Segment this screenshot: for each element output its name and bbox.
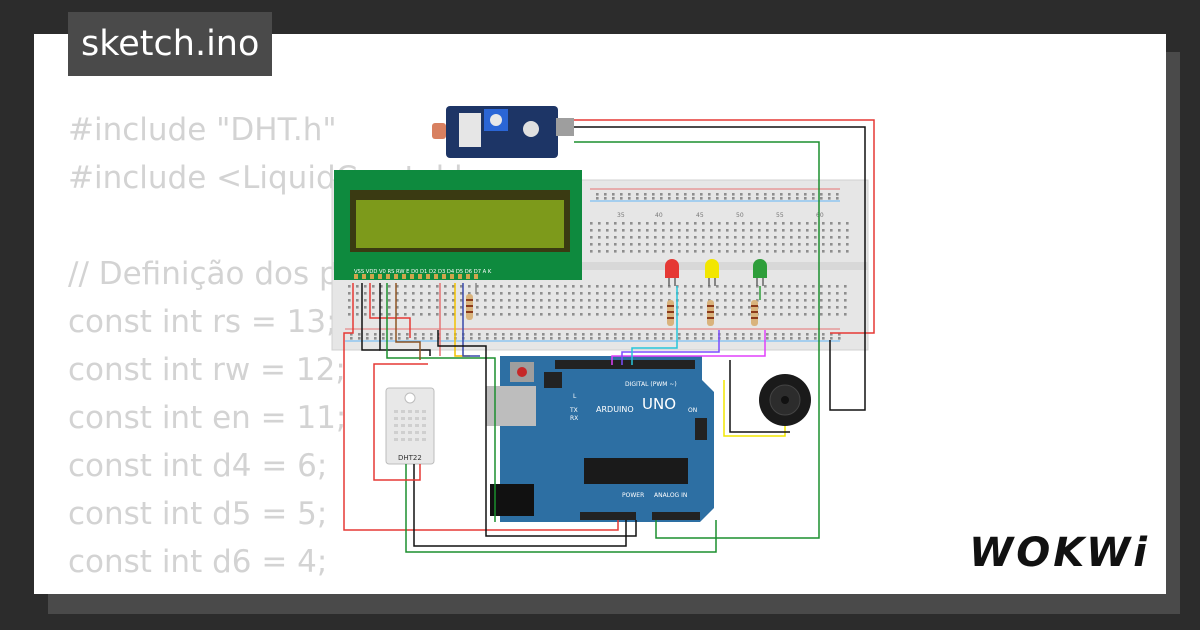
lcd-pin-labels: VSS VDD V0 RS RW E D0 D1 D2 D3 D4 D5 D6 …	[354, 269, 492, 275]
breadboard: 35 40 45 50 55 60	[331, 179, 869, 351]
wire-green-ldr-signal	[574, 141, 820, 539]
on-label: ON	[688, 407, 697, 414]
dht22-label: DHT22	[398, 454, 422, 462]
wire-black-ldr-gnd	[574, 126, 866, 411]
bb-num-35: 35	[617, 212, 625, 219]
buzzer	[759, 374, 811, 426]
arduino-uno: DIGITAL (PWM ~) ARDUINO UNO ANALOG IN PO…	[486, 356, 714, 522]
bb-num-50: 50	[736, 212, 744, 219]
resistors	[466, 294, 758, 326]
analog-label: ANALOG IN	[654, 492, 687, 499]
dht22-sensor: DHT22	[385, 387, 435, 465]
wire-red-lcd	[343, 283, 619, 531]
wire-yellow-buzzer	[723, 380, 786, 437]
code-line: #include "DHT.h"	[68, 112, 337, 148]
code-line: const int rs = 13;	[68, 304, 337, 340]
project-title: sketch.ino	[68, 12, 273, 76]
code-line: const int d4 = 6;	[68, 448, 328, 484]
wire-red-dht	[373, 363, 428, 481]
arduino-model: UNO	[642, 395, 676, 413]
wire-black-buzzer	[729, 360, 790, 433]
arduino-brand: ARDUINO	[596, 405, 634, 414]
power-label: POWER	[622, 492, 644, 499]
wire-purple	[621, 330, 720, 365]
wire-black-dht	[413, 464, 627, 547]
wire-magenta	[611, 330, 766, 365]
bb-num-60: 60	[816, 212, 824, 219]
led-yellow	[705, 259, 719, 286]
wires	[343, 119, 875, 553]
lcd-pins	[354, 274, 478, 279]
tx-label: TX	[569, 407, 578, 414]
ldr-module	[432, 106, 574, 158]
led-red	[665, 259, 679, 286]
wokwi-logo: WOKWi	[969, 530, 1150, 576]
wire-cyan	[631, 286, 678, 365]
lcd-display: VSS VDD V0 RS RW E D0 D1 D2 D3 D4 D5 D6 …	[334, 170, 582, 280]
rx-label: RX	[570, 415, 578, 422]
digital-header-label: DIGITAL (PWM ~)	[625, 381, 677, 388]
breadboard-holes	[348, 193, 849, 340]
bb-num-45: 45	[696, 212, 704, 219]
code-line: const int rw = 12;	[68, 352, 346, 388]
bb-num-40: 40	[655, 212, 663, 219]
bb-num-55: 55	[776, 212, 784, 219]
code-line: const int en = 11;	[68, 400, 347, 436]
code-line: const int d5 = 5;	[68, 496, 328, 532]
code-line: const int d6 = 4;	[68, 544, 328, 580]
l-label: L	[573, 393, 577, 400]
wire-red-ldr-vcc	[574, 119, 875, 334]
code-line: const int d7 = 3;	[68, 586, 500, 594]
led-green	[753, 259, 767, 286]
wire-green-dht	[405, 464, 717, 553]
